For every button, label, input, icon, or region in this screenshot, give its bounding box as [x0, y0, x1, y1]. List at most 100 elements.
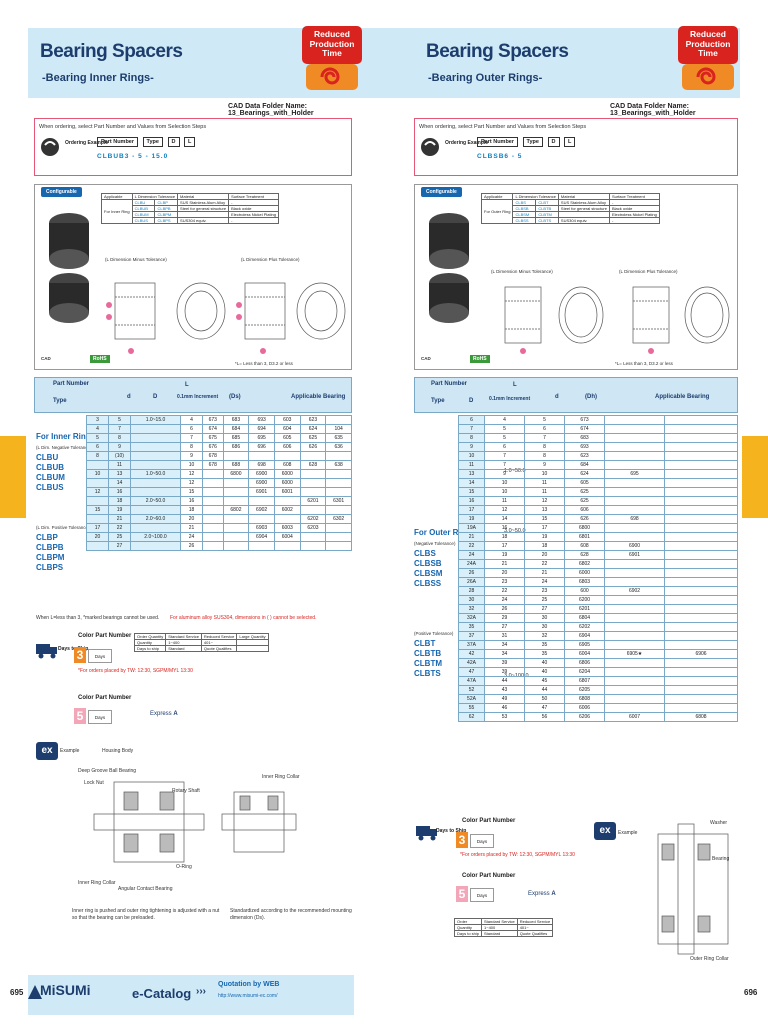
table-cell: 22	[524, 559, 565, 569]
ex-d: 5	[138, 153, 143, 160]
table-cell: 675	[202, 433, 224, 443]
table-cell: 15	[458, 487, 485, 497]
table-cell	[222, 478, 250, 488]
table-cell: 6206	[564, 712, 605, 722]
ex-l: 5	[517, 153, 523, 160]
group-title: For Outer Ring	[414, 528, 471, 537]
spec-h1: L Dimension Tolerance	[131, 193, 179, 200]
table-cell: 10	[484, 478, 525, 488]
table-cell: 16	[484, 523, 525, 533]
table-cell: 12	[484, 505, 525, 515]
table-cell: 32	[458, 604, 485, 614]
table-cell: 6901	[248, 487, 275, 497]
table-cell: 6	[458, 415, 485, 425]
q-h: Standard Service	[481, 918, 518, 925]
table-cell	[604, 658, 665, 668]
table-cell	[664, 694, 738, 704]
table-cell: 42A	[458, 658, 485, 668]
page-number-right: 696	[744, 988, 758, 997]
table-cell	[325, 505, 352, 515]
table-cell	[222, 496, 250, 506]
table-cell: 21	[458, 532, 485, 542]
table-cell: 693	[248, 415, 275, 425]
quotation-link[interactable]: Quotation by WEB	[218, 981, 280, 988]
truck-icon	[36, 644, 57, 659]
table-cell	[222, 514, 250, 524]
mount-caption: Inner ring is pushed and outer ring tigh…	[72, 908, 220, 921]
group-inner-positive: (L Dim. Positive Tolerance) CLBP CLBPB C…	[36, 522, 90, 573]
table-cell: 625	[564, 487, 605, 497]
table-cell: 47	[524, 703, 565, 713]
table-cell: 21	[180, 523, 203, 533]
table-cell	[604, 424, 665, 434]
table-cell: 35	[458, 622, 485, 632]
table-cell: 104	[325, 424, 352, 434]
th-part-number: Part Number	[431, 381, 468, 387]
table-cell: 6804	[564, 613, 605, 623]
group-note: (Positive Tolerance)	[414, 631, 454, 636]
table-cell	[664, 613, 738, 623]
table-cell: 23	[524, 586, 565, 596]
table-cell	[273, 496, 301, 506]
table-cell: 600	[564, 586, 605, 596]
side-tab-left	[0, 436, 26, 518]
table-cell	[664, 577, 738, 587]
table-cell	[664, 478, 738, 488]
group-type: CLBSS	[414, 579, 442, 588]
ordering-example-box: When ordering, select Part Number and Va…	[34, 118, 352, 176]
spec-for: For Outer Ring	[480, 199, 514, 224]
mounting-diagram	[657, 823, 729, 955]
table-cell: 683	[564, 433, 605, 443]
spec-cell: -	[228, 217, 279, 224]
th-D: D	[469, 398, 474, 404]
rohs-badge: RoHS	[90, 355, 110, 363]
table-cell: 608	[564, 541, 605, 551]
table-cell: 674	[564, 424, 605, 434]
table-cell: 16	[458, 496, 485, 506]
table-cell: 626	[564, 514, 605, 524]
group-type: CLBT	[414, 639, 436, 648]
table-cell	[248, 541, 275, 551]
table-cell: 24	[458, 550, 485, 560]
pn-row: Part Number Type D L	[97, 137, 198, 149]
table-cell: 17	[484, 541, 525, 551]
color-pn-label: Color Part Number	[462, 818, 516, 824]
table-cell: 24	[524, 577, 565, 587]
table-cell	[664, 658, 738, 668]
page-title: Bearing Spacers	[40, 41, 183, 62]
dim-plus-label: (L Dimension Plus Tolerance)	[241, 257, 300, 262]
table-cell	[604, 451, 665, 461]
table-cell: 6203	[299, 523, 327, 533]
table-cell: 695	[604, 469, 665, 479]
group-type: CLBUB	[36, 463, 64, 472]
table-cell: 30	[458, 595, 485, 605]
table-cell	[604, 577, 665, 587]
table-cell: 22	[458, 541, 485, 551]
footnote: When L=less than 3, *marked bearings can…	[36, 615, 160, 621]
table-cell	[202, 532, 224, 542]
catalog-url[interactable]: http://www.misumi-ec.com/	[218, 993, 278, 999]
table-cell	[130, 505, 181, 515]
table-cell: 628	[299, 460, 327, 470]
table-cell: 27	[524, 604, 565, 614]
table-cell: 6904	[564, 631, 605, 641]
table-cell: 56	[524, 712, 565, 722]
spec-h1: L Dimension Tolerance	[512, 193, 559, 200]
express-label: Express A	[150, 711, 178, 717]
table-header: Part Number Type d D L 0.1mm Increment (…	[34, 377, 352, 413]
reduced-time-badge: Reduced Production Time	[678, 26, 738, 92]
dim-minus-label: (L Dimension Minus Tolerance)	[491, 269, 553, 274]
